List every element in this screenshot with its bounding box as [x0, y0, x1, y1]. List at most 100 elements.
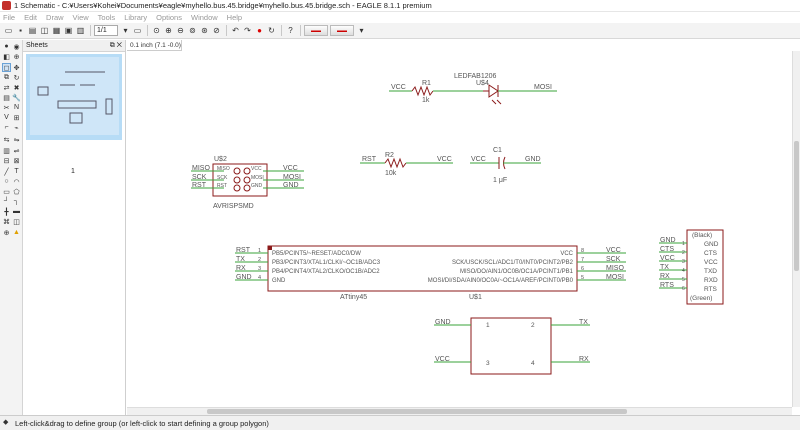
split-icon[interactable]: ⌁	[14, 124, 19, 132]
mark-icon[interactable]: ⊕	[13, 53, 20, 61]
main-toolbar: ▭ ▪ ▤ ◫ ▦ ▣ ▥ 1/1 ▾ ▭ ⊙ ⊕ ⊖ ⊚ ⊛ ⊘ ↶ ↷ ● …	[0, 23, 800, 39]
pinswap-icon[interactable]: ⇌	[13, 147, 20, 155]
mirror-icon[interactable]: ⇄	[3, 84, 10, 92]
print-icon[interactable]: ▤	[28, 26, 37, 35]
coordinate-readout: 0.1 inch (7.1 -0.0)	[127, 40, 182, 51]
vertical-scroll-thumb[interactable]	[794, 141, 799, 271]
rotate-icon[interactable]: ↻	[13, 74, 20, 82]
net-label: SCK	[192, 174, 207, 181]
net-label: RST	[192, 182, 207, 189]
script-icon[interactable]: ▣	[64, 26, 73, 35]
net-label: RST	[362, 156, 377, 163]
sheet-thumbnail[interactable]	[26, 54, 122, 140]
ftdi-header[interactable]	[686, 229, 724, 305]
menu-view[interactable]: View	[72, 13, 89, 22]
erc-icon[interactable]: ⊕	[3, 229, 10, 237]
menu-options[interactable]: Options	[156, 13, 182, 22]
cut-icon[interactable]: ✂	[3, 104, 10, 112]
stop-icon[interactable]: ●	[257, 26, 262, 35]
save-icon[interactable]: ▪	[19, 26, 22, 35]
pin-number: 6	[682, 286, 685, 292]
bridge-component[interactable]	[470, 317, 552, 375]
resistor-r1[interactable]	[411, 85, 434, 97]
undo-icon[interactable]: ↶	[232, 26, 239, 35]
menu-file[interactable]: File	[3, 13, 16, 22]
zoom-fit-icon[interactable]: ⊙	[153, 26, 160, 35]
schematic-canvas[interactable]: VCC R1 1k LEDFAB1206 U$4 MOSI RST VCC R2…	[127, 40, 800, 415]
dimension-icon[interactable]: ◫	[13, 218, 20, 226]
vertical-scrollbar[interactable]	[792, 51, 800, 407]
junction-icon[interactable]: ╋	[4, 208, 9, 216]
pin-label: TXD	[704, 268, 717, 275]
text-icon[interactable]: T	[14, 168, 19, 175]
schematic-drawing[interactable]: VCC R1 1k LEDFAB1206 U$4 MOSI RST VCC R2…	[127, 40, 800, 415]
cam-icon[interactable]: ◫	[40, 26, 49, 35]
menu-tools[interactable]: Tools	[97, 13, 116, 22]
show-icon[interactable]: ◉	[13, 43, 20, 51]
value-icon[interactable]: V	[4, 114, 9, 121]
fusion-link-icon[interactable]: ▬▬	[330, 25, 354, 36]
invoke-icon[interactable]: ⇆	[3, 136, 10, 144]
name-icon[interactable]: N	[13, 104, 20, 111]
sheet-thumbnail-preview	[30, 57, 119, 135]
pin-label: MISO/DO/AIN1/OC0B/OC1A/PCINT1/PB1	[460, 269, 574, 275]
sheet-add-icon[interactable]: ▭	[133, 26, 142, 35]
move-icon[interactable]: ✥	[13, 64, 20, 72]
arc-icon[interactable]: ◠	[13, 178, 20, 186]
redo-icon[interactable]: ↷	[244, 26, 251, 35]
menu-library[interactable]: Library	[124, 13, 148, 22]
label-icon[interactable]: ▬	[13, 208, 20, 215]
attribute-icon[interactable]: ⌘	[3, 218, 10, 226]
attiny45-chip[interactable]	[267, 245, 578, 292]
optimize-icon[interactable]: ⊠	[13, 157, 20, 165]
zoom-select-icon[interactable]: ⊛	[201, 26, 208, 35]
pin-number: 5	[682, 277, 685, 283]
open-icon[interactable]: ▭	[4, 26, 13, 35]
info-icon[interactable]: ●	[4, 43, 9, 50]
add-icon[interactable]: ⊟	[3, 157, 10, 165]
bus-icon[interactable]: ┘	[4, 198, 9, 205]
help-icon[interactable]: ?	[288, 26, 293, 35]
zoom-out-icon[interactable]: ⊖	[177, 26, 184, 35]
circle-icon[interactable]: ○	[4, 178, 9, 185]
net-icon[interactable]: ┐	[14, 198, 19, 205]
chevron-down-icon[interactable]: ▾	[123, 26, 128, 35]
zoom-last-icon[interactable]: ⊘	[213, 26, 220, 35]
miter-icon[interactable]: ⌐	[4, 124, 9, 131]
menu-edit[interactable]: Edit	[24, 13, 38, 22]
menu-draw[interactable]: Draw	[46, 13, 64, 22]
go-icon[interactable]: ↻	[268, 26, 275, 35]
wire-icon[interactable]: ╱	[4, 168, 9, 176]
zoom-in-icon[interactable]: ⊕	[165, 26, 172, 35]
horizontal-scrollbar[interactable]	[127, 407, 792, 415]
copy-icon[interactable]: ⧉	[4, 73, 9, 81]
panel-controls[interactable]: ⧉ ✕	[109, 41, 122, 49]
rect-icon[interactable]: ▭	[3, 188, 10, 196]
net-label: GND	[525, 156, 541, 163]
run-icon[interactable]: ▥	[76, 26, 85, 35]
paste-icon[interactable]: ▤	[3, 94, 10, 102]
zoom-redraw-icon[interactable]: ⊚	[189, 26, 196, 35]
design-link-icon[interactable]: ▬▬	[304, 25, 328, 36]
smash-icon[interactable]: ⊞	[13, 114, 20, 122]
sheet-select[interactable]: 1/1	[94, 25, 118, 36]
display-icon[interactable]: ◧	[3, 53, 10, 61]
pin-label: PB5/PCINT5/~RESET/ADC0/DW	[272, 251, 361, 257]
pin-number: 2	[531, 322, 535, 329]
board-icon[interactable]: ▦	[52, 26, 61, 35]
warning-icon[interactable]: ▲	[13, 229, 20, 236]
gateswap-icon[interactable]: ⇋	[13, 136, 20, 144]
polygon-icon[interactable]: ⬠	[13, 188, 20, 196]
chevron-down-icon[interactable]: ▾	[359, 26, 364, 35]
resistor-r2[interactable]	[384, 157, 407, 169]
delete-icon[interactable]: ✖	[13, 84, 20, 92]
pin-label: SCK/USCK/SCL/ADC1/T0/INT0/PCINT2/PB2	[452, 260, 574, 266]
menu-help[interactable]: Help	[226, 13, 243, 22]
toolbar-separator	[90, 25, 91, 36]
group-icon[interactable]: ◻	[2, 63, 11, 72]
wrench-icon[interactable]: 🔧	[12, 94, 21, 102]
horizontal-scroll-thumb[interactable]	[207, 409, 627, 414]
replace-icon[interactable]: ▥	[3, 147, 10, 155]
led-diode[interactable]	[488, 84, 499, 98]
menu-window[interactable]: Window	[190, 13, 218, 22]
